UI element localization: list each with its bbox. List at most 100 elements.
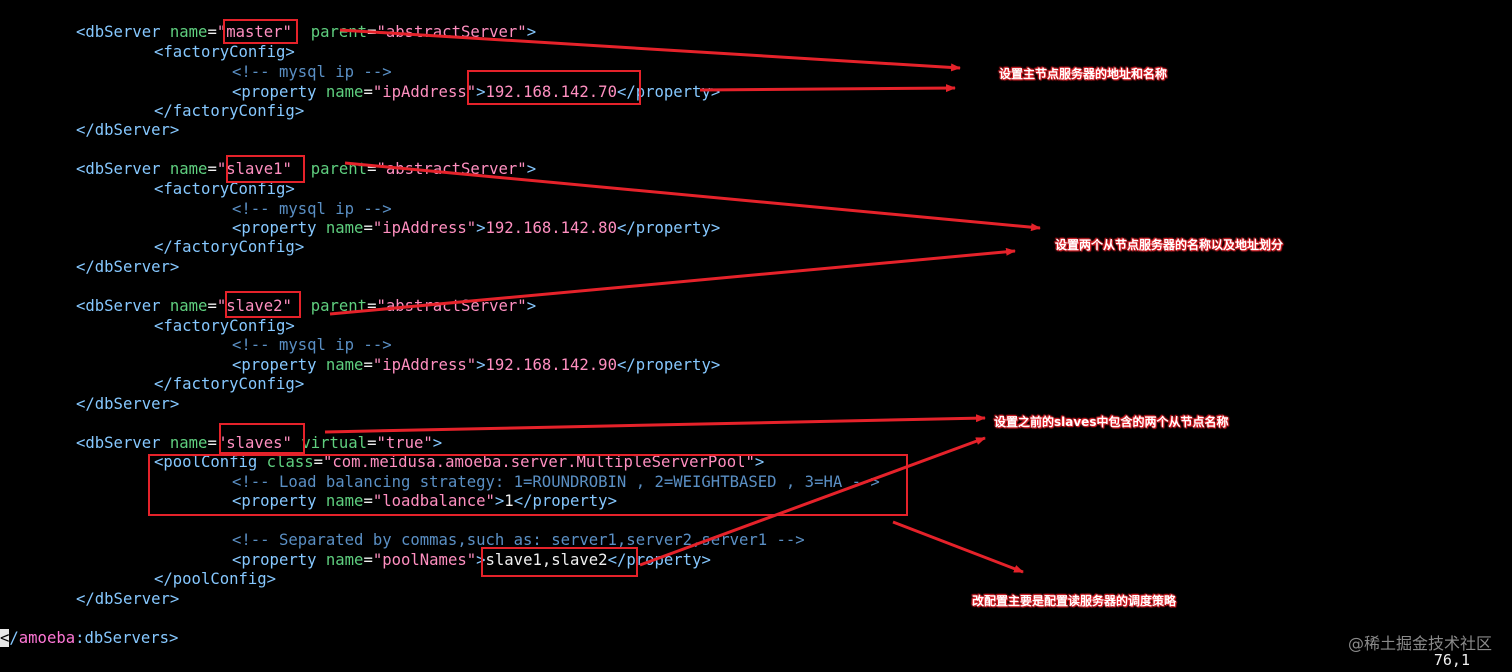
code-token: = bbox=[313, 453, 324, 471]
code-token: "com.meidusa.amoeba.server.MultipleServe… bbox=[323, 453, 755, 471]
highlight-master-name bbox=[223, 19, 298, 44]
code-token: = bbox=[363, 219, 373, 237]
code-token: <factoryConfig> bbox=[154, 180, 295, 198]
cursor-position: 76,1 bbox=[1433, 651, 1470, 669]
code-line: <factoryConfig> bbox=[154, 317, 295, 336]
note-pool: 设置之前的slaves中包含的两个从节点名称 bbox=[994, 415, 1229, 429]
code-line: <property name="poolNames">slave1,slave2… bbox=[232, 551, 711, 570]
code-line: <dbServer name="master" parent="abstract… bbox=[76, 23, 536, 42]
code-token: > bbox=[754, 453, 765, 471]
code-token: <dbServer bbox=[76, 160, 170, 178]
code-token: <property bbox=[232, 219, 326, 237]
code-token: "ipAddress" bbox=[372, 219, 477, 237]
code-token: 192.168.142.80 bbox=[485, 219, 617, 237]
code-line: <dbServer name="slaves" virtual="true"> bbox=[76, 434, 442, 453]
code-line: </dbServer> bbox=[76, 258, 179, 277]
code-token: = bbox=[367, 160, 377, 178]
code-token: <dbServer bbox=[76, 297, 170, 315]
code-token: :dbServers> bbox=[75, 629, 179, 647]
highlight-pool-config bbox=[148, 454, 908, 516]
code-token: "abstractServer" bbox=[376, 160, 527, 178]
code-token: name bbox=[169, 23, 208, 41]
code-token: <!-- mysql ip --> bbox=[232, 336, 392, 354]
code-token: < bbox=[0, 629, 10, 647]
highlight-master-ip bbox=[467, 70, 641, 105]
code-line: </dbServer> bbox=[76, 590, 179, 609]
code-token: > bbox=[526, 297, 537, 315]
code-token: = bbox=[367, 297, 377, 315]
code-token: name bbox=[169, 297, 208, 315]
code-token: <property bbox=[232, 83, 326, 101]
arrow-master-name bbox=[339, 28, 961, 72]
code-token: <dbServer bbox=[76, 23, 170, 41]
code-token: "ipAddress" bbox=[372, 356, 477, 374]
code-token: "ipAddress" bbox=[372, 83, 477, 101]
highlight-slave2-name bbox=[225, 291, 301, 318]
code-token: </factoryConfig> bbox=[154, 375, 305, 393]
code-token: </poolConfig> bbox=[154, 570, 277, 588]
code-token: "slave1" bbox=[216, 160, 292, 178]
code-token: 192.168.142.90 bbox=[485, 356, 617, 374]
highlight-slaves-name bbox=[219, 423, 305, 454]
arrow-balance bbox=[892, 520, 1024, 574]
code-token: <property bbox=[232, 356, 326, 374]
code-token: "loadbalance" bbox=[372, 492, 495, 510]
code-token: name bbox=[325, 83, 364, 101]
code-token: </property> bbox=[616, 356, 721, 374]
code-token: name bbox=[325, 356, 364, 374]
code-token: > bbox=[432, 434, 443, 452]
note-balance: 改配置主要是配置读服务器的调度策略 bbox=[972, 594, 1177, 608]
code-token: / bbox=[9, 629, 19, 647]
code-line: <property name="ipAddress">192.168.142.9… bbox=[232, 356, 720, 375]
code-token: > bbox=[476, 356, 486, 374]
note-slaves: 设置两个从节点服务器的名称以及地址划分 bbox=[1055, 238, 1284, 252]
code-token: name bbox=[325, 492, 364, 510]
code-token: amoeba bbox=[18, 629, 76, 647]
code-token: "slave2" bbox=[216, 297, 292, 315]
code-token: > bbox=[476, 219, 486, 237]
code-token: <!-- mysql ip --> bbox=[232, 63, 392, 81]
code-token: = bbox=[363, 356, 373, 374]
code-token: </factoryConfig> bbox=[154, 102, 305, 120]
code-token: = bbox=[207, 434, 217, 452]
code-line: <property name="loadbalance">1</property… bbox=[232, 492, 617, 511]
code-token: = bbox=[367, 434, 377, 452]
code-line: <!-- mysql ip --> bbox=[232, 63, 392, 82]
code-token: <!-- mysql ip --> bbox=[232, 200, 392, 218]
code-token: = bbox=[363, 83, 373, 101]
code-token: > bbox=[526, 160, 537, 178]
highlight-pool-names bbox=[481, 547, 638, 577]
code-token: <poolConfig bbox=[154, 453, 267, 471]
code-line: <!-- Load balancing strategy: 1=ROUNDROB… bbox=[232, 473, 880, 492]
code-token: <!-- Separated by commas,such as: server… bbox=[232, 531, 805, 549]
code-line: <dbServer name="slave2" parent="abstract… bbox=[76, 297, 536, 316]
code-line: <!-- mysql ip --> bbox=[232, 336, 392, 355]
note-master: 设置主节点服务器的地址和名称 bbox=[999, 67, 1168, 81]
code-line: <!-- Separated by commas,such as: server… bbox=[232, 531, 805, 550]
code-token: <dbServer bbox=[76, 434, 170, 452]
code-token: > bbox=[476, 551, 486, 569]
arrow-master-ip bbox=[699, 84, 956, 93]
arrow-slaves bbox=[324, 414, 986, 434]
code-line: <property name="ipAddress">192.168.142.7… bbox=[232, 83, 720, 102]
code-token: "abstractServer" bbox=[376, 23, 527, 41]
code-token: = bbox=[207, 160, 217, 178]
code-token: </dbServer> bbox=[76, 395, 180, 413]
code-token: slave1,slave2 bbox=[485, 551, 608, 569]
code-line: <dbServer name="slave1" parent="abstract… bbox=[76, 160, 536, 179]
code-token: = bbox=[207, 297, 217, 315]
highlight-slave1-name bbox=[226, 155, 305, 183]
code-token: 192.168.142.70 bbox=[485, 83, 617, 101]
code-token: name bbox=[169, 434, 208, 452]
code-token: </factoryConfig> bbox=[154, 238, 305, 256]
code-token: </dbServer> bbox=[76, 258, 180, 276]
code-token: "slaves" bbox=[216, 434, 292, 452]
code-token: <!-- Load balancing strategy: 1=ROUNDROB… bbox=[232, 473, 880, 491]
code-token: "poolNames" bbox=[372, 551, 477, 569]
code-line: </factoryConfig> bbox=[154, 102, 304, 121]
watermark: @稀土掘金技术社区 bbox=[1347, 634, 1492, 653]
code-token: </dbServer> bbox=[76, 590, 180, 608]
arrow-pool-names bbox=[639, 436, 986, 567]
